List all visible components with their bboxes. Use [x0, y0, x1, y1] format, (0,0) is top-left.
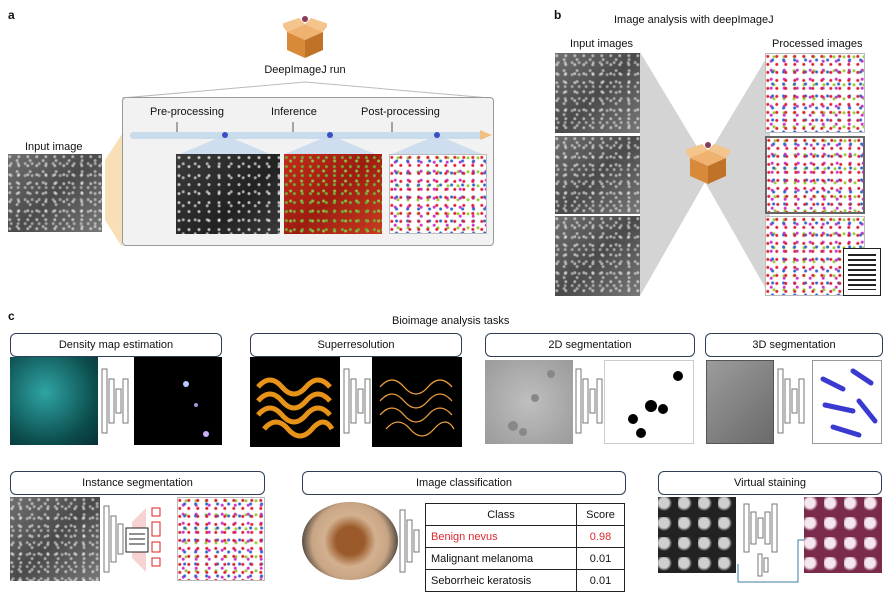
network-icon-instance	[103, 505, 161, 573]
step-inference-label: Inference	[271, 106, 317, 118]
table-row: Benign nevus 0.98	[425, 525, 625, 548]
panel-c-title: Bioimage analysis tasks	[392, 315, 510, 327]
task-density-map: Density map estimation	[10, 333, 222, 357]
input-image-2	[555, 136, 640, 214]
density-output-image	[134, 357, 222, 445]
seg3d-input-volume	[706, 360, 774, 444]
panel-a-letter: a	[8, 8, 15, 22]
step-preprocessing-label: Pre-processing	[150, 106, 224, 118]
deepimagej-run-label: DeepImageJ run	[264, 64, 346, 76]
row-score: 0.01	[576, 547, 625, 570]
panel-c-letter: c	[8, 309, 15, 323]
header-score: Score	[576, 503, 625, 526]
instance-input-image	[10, 497, 100, 581]
row-class: Malignant melanoma	[425, 547, 577, 570]
seg2d-input-image	[485, 360, 573, 444]
superres-output-image	[372, 357, 462, 447]
input-image-3	[555, 216, 640, 296]
row-score: 0.01	[576, 569, 625, 592]
network-icon-virtual-staining	[737, 503, 804, 583]
seg3d-output-volume	[812, 360, 882, 444]
table-row: Seborrheic keratosis 0.01	[425, 569, 625, 592]
processed-image-2	[765, 136, 865, 214]
row-class: Benign nevus	[425, 525, 577, 548]
inference-image	[284, 154, 382, 234]
instance-output-image	[177, 497, 265, 581]
results-table-icon	[843, 248, 881, 296]
input-images-label: Input images	[570, 38, 633, 50]
network-icon-seg2d	[575, 368, 603, 434]
task-3d-segmentation: 3D segmentation	[705, 333, 883, 357]
superres-input-image	[250, 357, 340, 447]
classification-table: Class Score Benign nevus 0.98 Malignant …	[425, 503, 625, 592]
task-image-classification: Image classification	[302, 471, 626, 495]
pipeline-timeline	[130, 132, 486, 139]
task-2d-segmentation: 2D segmentation	[485, 333, 695, 357]
timeline-arrow-icon	[480, 130, 492, 140]
processed-images-label: Processed images	[772, 38, 863, 50]
row-score: 0.98	[576, 525, 625, 548]
postprocessed-image	[389, 154, 487, 234]
network-icon-classification	[399, 509, 420, 573]
header-class: Class	[425, 503, 577, 526]
network-icon-seg3d	[777, 368, 805, 434]
virtual-staining-output-image	[804, 497, 882, 573]
row-class: Seborrheic keratosis	[425, 569, 577, 592]
density-input-image	[10, 357, 98, 445]
preprocessed-image	[176, 154, 280, 234]
skin-lesion-image	[302, 502, 398, 580]
panel-b-funnel	[640, 52, 770, 296]
task-virtual-staining: Virtual staining	[658, 471, 882, 495]
processed-image-1	[765, 53, 865, 133]
table-header-row: Class Score	[425, 503, 625, 526]
deepimagej-box-icon	[283, 16, 327, 58]
deepimagej-box-icon-b	[686, 142, 730, 184]
panel-b-letter: b	[554, 8, 562, 22]
task-instance-segmentation: Instance segmentation	[10, 471, 265, 495]
input-image	[8, 154, 102, 232]
network-icon-superres	[343, 368, 371, 434]
panel-b-title: Image analysis with deepImageJ	[614, 14, 774, 26]
task-superresolution: Superresolution	[250, 333, 462, 357]
table-row: Malignant melanoma 0.01	[425, 547, 625, 570]
network-icon-density	[101, 368, 129, 434]
step-postprocessing-label: Post-processing	[361, 106, 440, 118]
virtual-staining-input-image	[658, 497, 736, 573]
input-image-1	[555, 53, 640, 133]
timeline-ticks	[176, 122, 482, 154]
panel-a-connectors	[105, 81, 491, 247]
seg2d-output-image	[604, 360, 694, 444]
input-image-label: Input image	[25, 141, 83, 153]
